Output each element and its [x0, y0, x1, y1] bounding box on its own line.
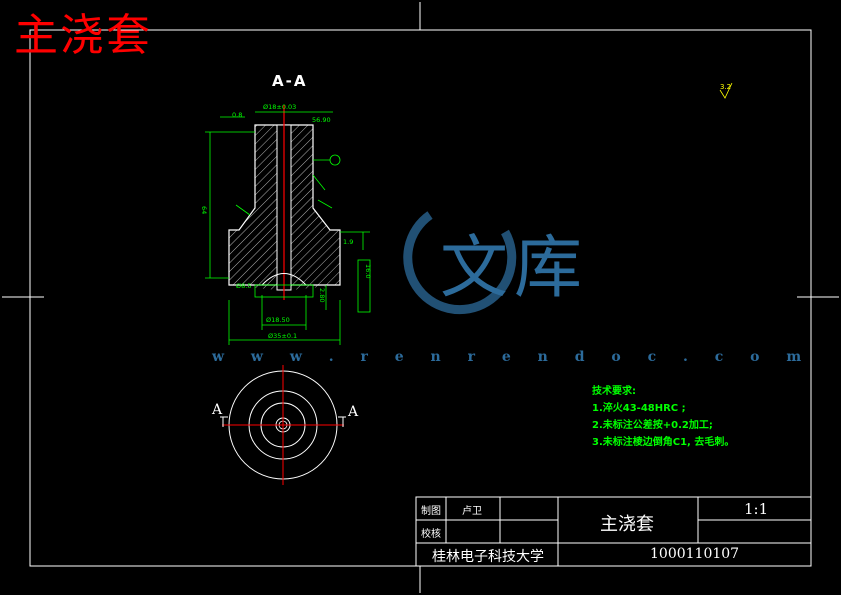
- tech-item-1: 1.淬火43-48HRC ;: [592, 403, 686, 414]
- drawing-title-red: 主浇套: [14, 10, 152, 61]
- watermark-url: w w w . r e n r e n d o c . c o m: [212, 349, 813, 365]
- dim-d-top: Ø18±0.03: [263, 103, 296, 111]
- part-name: 主浇套: [600, 514, 654, 535]
- dim-bottom-total: Ø35±0.1: [268, 332, 297, 340]
- section-view: [228, 105, 341, 300]
- scale: 1:1: [744, 500, 769, 518]
- title-block: [415, 496, 812, 567]
- roughness-symbol: [719, 82, 733, 99]
- dim-height: 64: [200, 206, 208, 214]
- check-label: 校核: [421, 529, 441, 540]
- tech-title: 技术要求:: [592, 386, 636, 397]
- section-label: A-A: [272, 72, 308, 90]
- dim-top-left: 0.8: [232, 111, 242, 119]
- watermark-logo: [403, 211, 517, 315]
- plan-view: [220, 365, 346, 485]
- dimension-texts: Ø18±0.03 56.90 64 0.8 Ø8.5 Ø18.50 Ø35±0.…: [200, 103, 372, 340]
- watermark-text: 文库: [440, 229, 589, 308]
- dim-side-b: 1.9: [343, 238, 353, 246]
- dim-bottom-b: Ø18.50: [266, 316, 290, 324]
- school-name: 桂林电子科技大学: [432, 549, 544, 565]
- drawn-label: 制图: [421, 506, 441, 517]
- dim-side-c: 16.0: [364, 264, 372, 278]
- section-arrow-right: A: [348, 404, 359, 420]
- dim-side-a: 2.80: [318, 288, 326, 302]
- tech-item-3: 3.未标注棱边倒角C1, 去毛刺。: [592, 437, 735, 448]
- drawn-value: 卢卫: [462, 506, 482, 517]
- tech-item-2: 2.未标注公差按+0.2加工;: [592, 420, 713, 431]
- tech-requirements: 技术要求: 1.淬火43-48HRC ; 2.未标注公差按+0.2加工; 3.未…: [592, 383, 734, 451]
- dim-bottom-a: Ø8.5: [236, 282, 251, 290]
- dimension-lines: [205, 111, 371, 345]
- drawing-number: 1000110107: [650, 546, 740, 562]
- section-arrow-left: A: [212, 402, 223, 418]
- dim-d-top-right: 56.90: [312, 116, 331, 124]
- roughness-value: 3.2: [720, 83, 732, 91]
